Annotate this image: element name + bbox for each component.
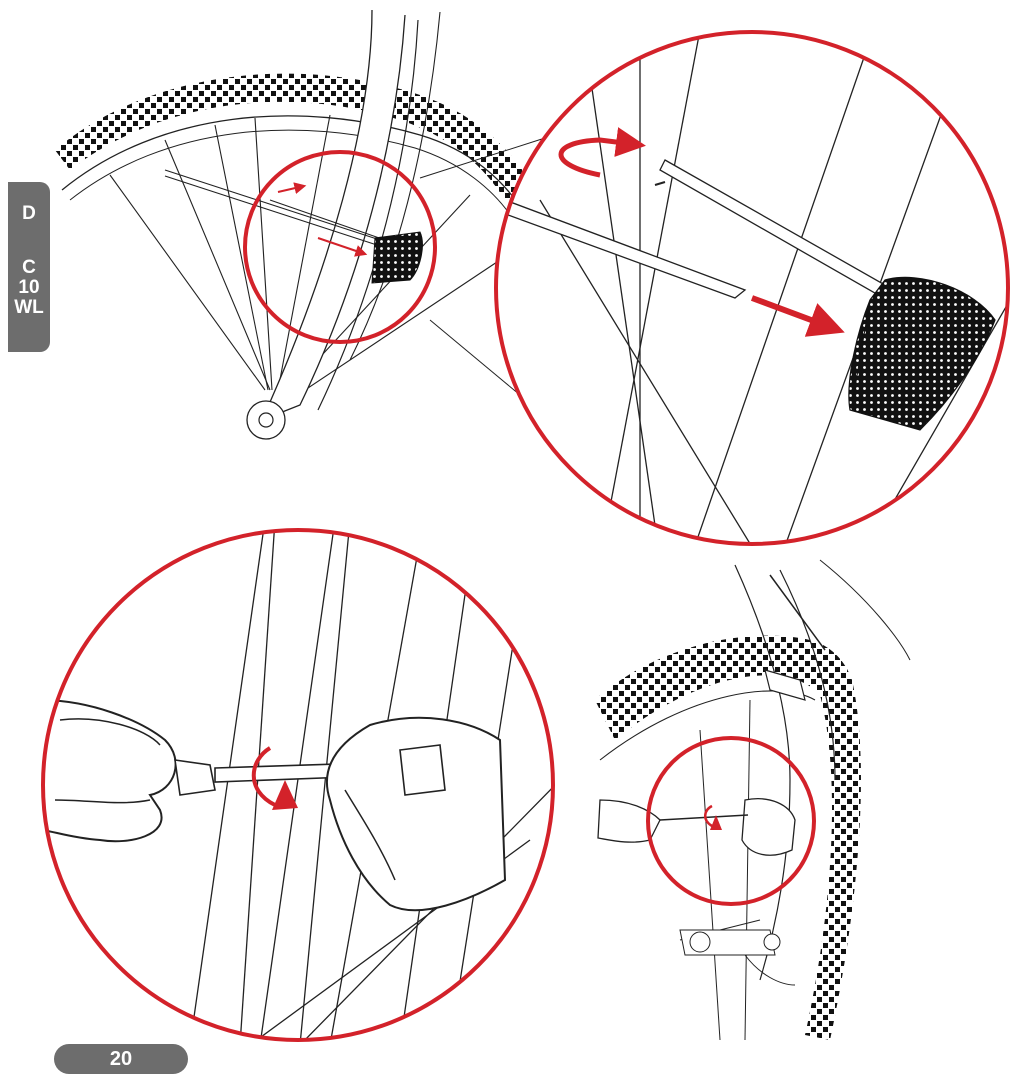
bottom-wheel-scene xyxy=(595,559,911,1041)
language-code-2: C xyxy=(22,257,36,278)
sensor-large xyxy=(848,276,996,431)
tyre-tread xyxy=(55,73,535,200)
zoom-detail-hands xyxy=(41,528,555,1042)
page-number: 20 xyxy=(54,1044,188,1074)
zoom-circle-small xyxy=(243,150,437,344)
top-wheel-scene xyxy=(55,9,551,440)
zoom-circle-bottom xyxy=(646,736,816,906)
language-code-4: WL xyxy=(14,297,44,318)
sensor-small xyxy=(371,231,423,284)
tyre-tread-bottom xyxy=(595,635,861,1040)
language-code-3: 10 xyxy=(18,277,40,298)
language-side-tab: D C 10 WL xyxy=(8,182,50,352)
zoom-detail-sensor xyxy=(494,30,1010,546)
language-code-1: D xyxy=(22,203,36,224)
